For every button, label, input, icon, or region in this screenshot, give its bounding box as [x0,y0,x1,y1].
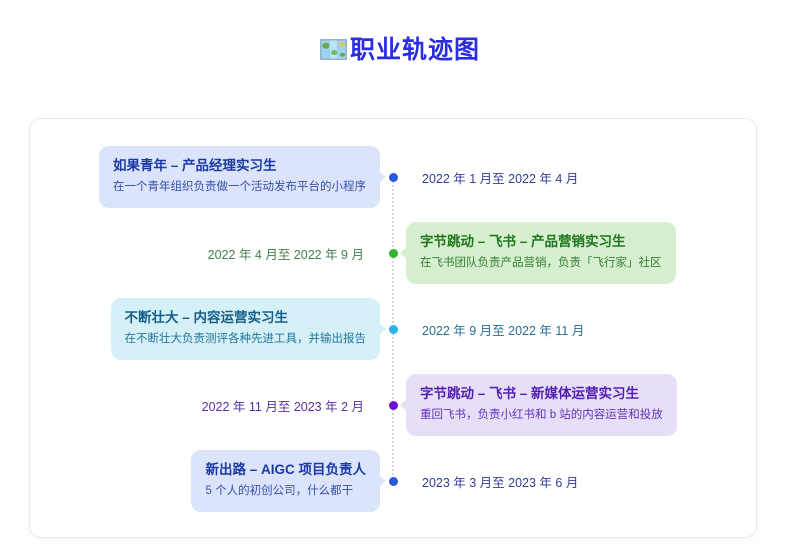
timeline-dot [388,476,398,486]
card-title: 不断壮大 – 内容运营实习生 [124,309,289,325]
timeline-date: 2022 年 4 月至 2022 年 9 月 [207,247,364,262]
career-timeline: 如果青年 – 产品经理实习生 在一个青年组织负责做一个活动发布平台的小程序 20… [30,119,756,537]
timeline-entry: 新出路 – AIGC 项目负责人 5 个人的初创公司，什么都干 2023 年 3… [58,449,728,513]
timeline-entry: 不断壮大 – 内容运营实习生 在不断壮大负责测评各种先进工具，并输出报告 202… [58,297,728,361]
card-title: 如果青年 – 产品经理实习生 [113,157,277,173]
card-title: 字节跳动 – 飞书 – 产品营销实习生 [420,233,626,249]
timeline-card: 新出路 – AIGC 项目负责人 5 个人的初创公司，什么都干 [191,449,386,513]
timeline-dot [388,324,398,334]
timeline-date: 2022 年 9 月至 2022 年 11 月 [422,323,585,338]
card-description: 5 个人的初创公司，什么都干 [205,484,354,497]
card-title: 新出路 – AIGC 项目负责人 [205,461,366,477]
card-description: 在飞书团队负责产品营销，负责「飞行家」社区 [420,256,662,269]
timeline-date: 2022 年 1 月至 2022 年 4 月 [422,171,579,186]
timeline-date: 2023 年 3 月至 2023 年 6 月 [422,475,579,490]
timeline-date: 2022 年 11 月至 2023 年 2 月 [201,399,364,414]
card-title: 字节跳动 – 飞书 – 新媒体运营实习生 [420,385,640,401]
timeline-dot [388,248,398,258]
timeline-dot [388,172,398,182]
timeline-entry: 2022 年 4 月至 2022 年 9 月 字节跳动 – 飞书 – 产品营销实… [58,221,728,285]
timeline-panel: 如果青年 – 产品经理实习生 在一个青年组织负责做一个活动发布平台的小程序 20… [29,118,757,538]
timeline-card: 字节跳动 – 飞书 – 产品营销实习生 在飞书团队负责产品营销，负责「飞行家」社… [400,221,676,285]
page-title: 职业轨迹图 [0,30,800,68]
card-description: 在一个青年组织负责做一个活动发布平台的小程序 [113,180,366,193]
timeline-dot [388,400,398,410]
page-title-text: 职业轨迹图 [349,36,480,64]
timeline-card: 字节跳动 – 飞书 – 新媒体运营实习生 重回飞书，负责小红书和 b 站的内容运… [400,373,677,437]
card-description: 在不断壮大负责测评各种先进工具，并输出报告 [124,332,367,345]
card-description: 重回飞书，负责小红书和 b 站的内容运营和投放 [420,408,663,421]
timeline-entry: 2022 年 11 月至 2023 年 2 月 字节跳动 – 飞书 – 新媒体运… [58,373,728,437]
timeline-card: 不断壮大 – 内容运营实习生 在不断壮大负责测评各种先进工具，并输出报告 [110,297,386,361]
timeline-entry: 如果青年 – 产品经理实习生 在一个青年组织负责做一个活动发布平台的小程序 20… [58,145,728,209]
world-map-icon [320,38,347,68]
timeline-card: 如果青年 – 产品经理实习生 在一个青年组织负责做一个活动发布平台的小程序 [99,145,386,209]
